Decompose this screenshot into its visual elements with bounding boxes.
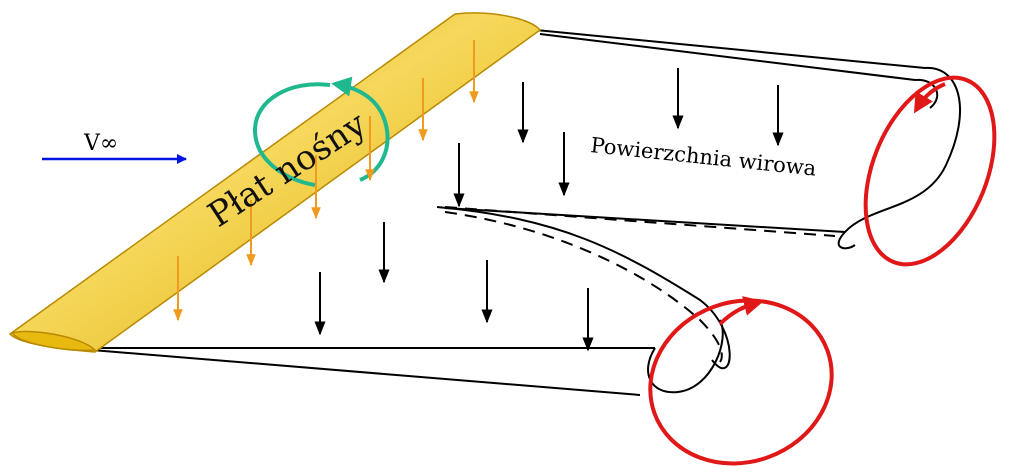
downwash-arrows [314, 68, 784, 352]
tip-vortex-near-arrow-icon [718, 296, 764, 326]
tip-vortex-far-icon [863, 75, 997, 267]
tip-vortex-near-icon [648, 298, 834, 466]
vortex-sheet-far-dashed [444, 206, 836, 237]
vortex-sheet-near-edge [91, 206, 731, 396]
lift-arrows [173, 40, 479, 322]
vortex-sheet-label: Powierzchnia wirowa [589, 133, 817, 181]
circulation-loop-icon [252, 84, 390, 187]
wing-body [8, 12, 542, 353]
freestream-label: V∞ [83, 131, 118, 156]
tip-vortex-far-arrow-icon [913, 82, 946, 114]
